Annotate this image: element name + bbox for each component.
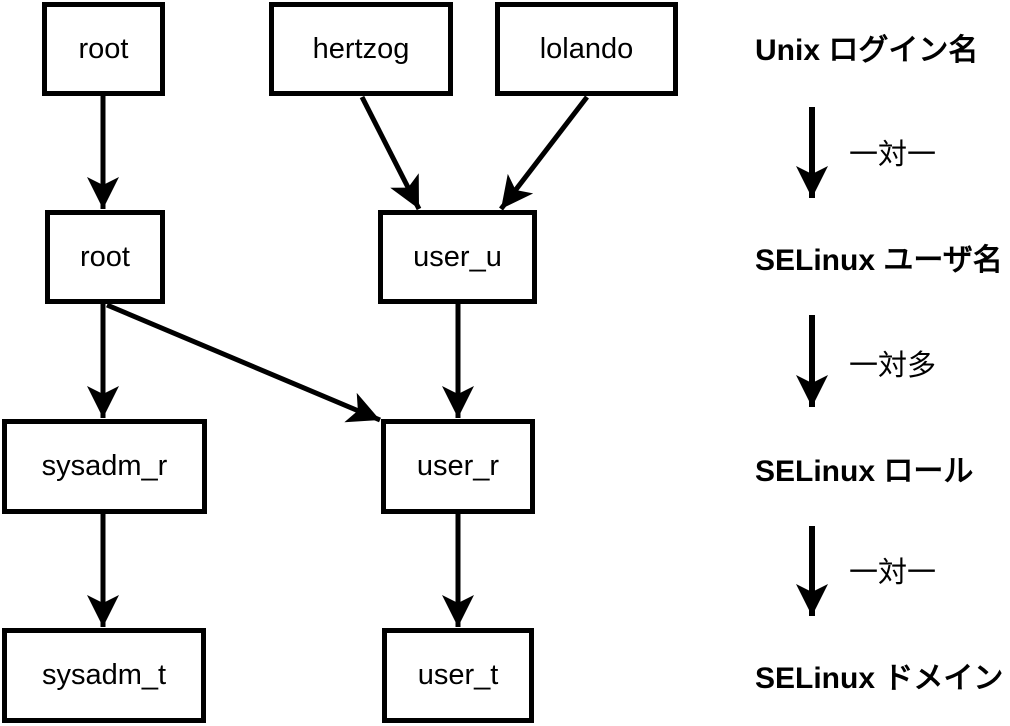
node-user-r: user_r [381,419,535,514]
node-hertzog: hertzog [269,2,453,96]
node-user-t: user_t [382,628,534,723]
legend-level-selinux-domain: SELinux ドメイン [755,662,1004,695]
node-lolando: lolando [495,2,678,96]
legend-relation-one-to-one-1: 一対一 [849,139,937,171]
node-user-u: user_u [378,210,537,304]
legend-level-unix-login-name: Unix ログイン名 [755,34,979,67]
legend-level-selinux-role: SELinux ロール [755,455,974,488]
node-sysadm-r: sysadm_r [2,419,207,514]
node-root-selinux: root [45,210,165,304]
edge-root_selinux-to-user_r [106,302,381,423]
edge-lolando-to-user_u [499,95,589,211]
legend-relation-one-to-one-2: 一対一 [849,557,937,589]
node-root-login: root [42,2,165,96]
legend-relation-one-to-many: 一対多 [849,350,937,382]
edge-hertzog-to-user_u [359,95,422,211]
legend-level-selinux-user-name: SELinux ユーザ名 [755,244,1003,277]
node-sysadm-t: sysadm_t [2,628,206,723]
